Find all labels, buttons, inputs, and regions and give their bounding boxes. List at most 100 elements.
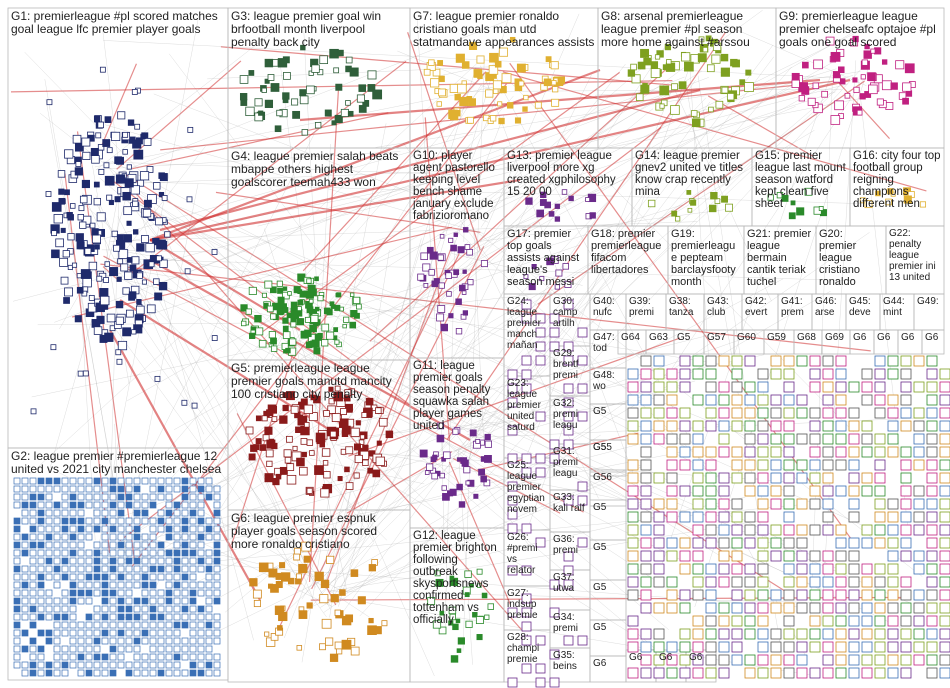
node-small-group (783, 563, 795, 575)
node-small-group (627, 563, 639, 575)
node-g2 (157, 493, 165, 501)
node-g5 (271, 442, 278, 450)
group-label-g16: G16: city four top football group reigni… (853, 150, 941, 210)
node-g1 (74, 315, 82, 323)
node-small-group (796, 576, 808, 588)
node-g2 (77, 557, 85, 565)
node-small-group (744, 511, 756, 523)
node-small-group (731, 615, 743, 627)
node-g2 (173, 509, 181, 517)
group-frame-g64 (617, 329, 647, 355)
node-g1 (91, 319, 101, 328)
node-g2 (13, 477, 21, 485)
node-small-group (861, 667, 873, 679)
node-small-group (926, 446, 938, 458)
node-g2 (77, 477, 85, 485)
node-g2 (93, 621, 101, 629)
node-small-group (535, 313, 546, 324)
node-g2 (165, 637, 173, 645)
node-g12 (449, 613, 456, 621)
node-small-group (887, 641, 899, 653)
node-g2 (53, 661, 61, 669)
node-g2 (205, 493, 213, 501)
edge (480, 65, 641, 494)
node-g2 (141, 661, 149, 669)
node-small-group (926, 407, 938, 419)
node-g8 (702, 46, 708, 53)
node-g2 (93, 541, 101, 549)
node-g2 (117, 637, 125, 645)
node-g2 (157, 645, 165, 653)
node-g1 (104, 332, 114, 342)
node-g2 (117, 645, 125, 653)
node-small-group (744, 628, 756, 640)
node-small-group (926, 433, 938, 445)
node-g2 (109, 629, 117, 637)
node-g11 (458, 501, 466, 508)
group-label-g33: G33: kali ralf (553, 492, 585, 514)
node-g2 (101, 573, 109, 581)
node-g8 (640, 84, 650, 94)
node-g2 (61, 509, 69, 517)
node-small-group (913, 433, 925, 445)
node-g2 (85, 533, 93, 541)
node-small-group (718, 446, 730, 458)
node-g5 (299, 466, 308, 476)
node-small-group (640, 589, 652, 601)
edge (111, 11, 531, 176)
node-g5 (309, 450, 315, 456)
edge (346, 63, 626, 421)
group-label-g34: G34: premi (553, 612, 579, 634)
node-small-group (848, 628, 860, 640)
node-small-group (874, 498, 886, 510)
node-g2 (13, 549, 21, 557)
node-g2 (205, 629, 213, 637)
node-small-group (640, 511, 652, 523)
node-g4 (299, 290, 307, 298)
node-g2 (69, 517, 77, 525)
node-g5 (367, 467, 374, 474)
node-g2 (45, 597, 53, 605)
edge (107, 176, 411, 406)
node-small-group (887, 511, 899, 523)
node-small-group (770, 498, 782, 510)
node-small-group (796, 472, 808, 484)
node-small-group (874, 537, 886, 549)
node-g1 (115, 300, 124, 309)
node-g2 (45, 613, 53, 621)
node-g2 (29, 509, 37, 517)
node-g3 (356, 94, 365, 103)
node-g1-outlier (211, 249, 218, 255)
node-g10 (417, 273, 425, 281)
node-small-group (731, 641, 743, 653)
node-g2 (85, 517, 93, 525)
node-g6 (357, 596, 366, 605)
node-small-group (640, 446, 652, 458)
node-g2 (61, 477, 69, 485)
node-small-group (887, 420, 899, 432)
node-g2 (53, 549, 61, 557)
node-small-group (874, 433, 886, 445)
node-g2 (13, 493, 21, 501)
node-g2 (149, 485, 157, 493)
node-small-group (848, 459, 860, 471)
node-small-group (692, 563, 704, 575)
node-small-group (744, 667, 756, 679)
edge (44, 79, 130, 576)
group-label-g68: G68 (797, 332, 816, 343)
node-g4 (287, 291, 292, 296)
node-g2 (133, 637, 141, 645)
node-small-group (861, 485, 873, 497)
node-g2 (101, 661, 109, 669)
node-g13 (561, 189, 568, 195)
edge (179, 332, 332, 611)
node-small-group (822, 394, 834, 406)
node-g4 (261, 292, 267, 298)
node-small-group (744, 537, 756, 549)
node-g6 (277, 625, 283, 631)
node-g1-outlier (103, 277, 109, 283)
node-g2 (93, 629, 101, 637)
node-small-group (521, 299, 532, 310)
node-g2 (117, 581, 125, 589)
node-g16 (864, 200, 873, 209)
